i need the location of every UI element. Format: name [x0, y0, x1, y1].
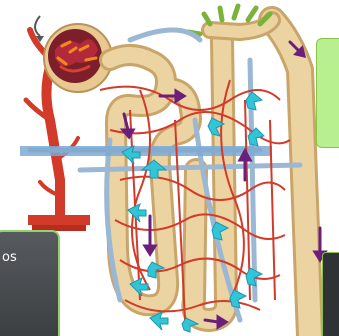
- callout-box-left: os: [0, 230, 60, 336]
- callout-left-text: os: [2, 250, 17, 265]
- curved-arrow-icon: [35, 16, 40, 36]
- arrow-diagonal-icon: [230, 290, 246, 308]
- callout-box-top-right: [316, 38, 339, 148]
- arrow-right-icon: [205, 320, 218, 322]
- arrow-head-icon: [145, 246, 155, 254]
- interlobular-vein: [20, 146, 272, 156]
- arrow-diagonal-icon: [246, 268, 262, 286]
- artery-base: [28, 215, 90, 225]
- arrow-left-icon: [128, 204, 146, 222]
- callout-box-bottom-right: [322, 252, 339, 336]
